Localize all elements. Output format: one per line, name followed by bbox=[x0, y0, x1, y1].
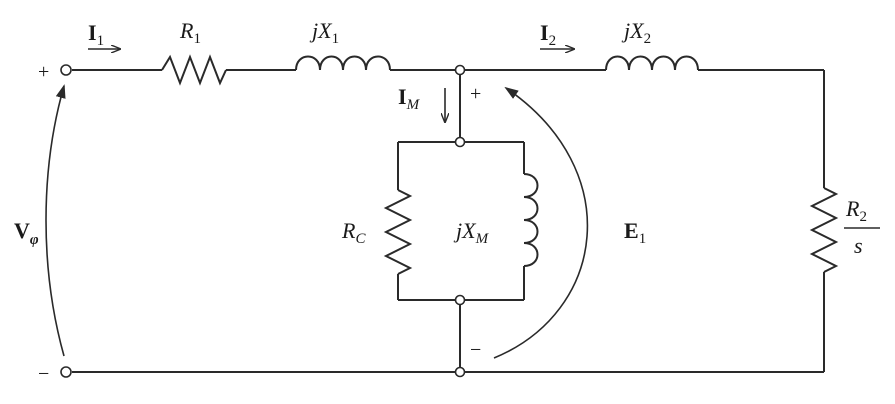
x2-label: jX2 bbox=[621, 18, 651, 47]
rc-resistor-symbol bbox=[383, 189, 413, 275]
emf-plus-sign: + bbox=[470, 83, 481, 105]
source-voltage-label: Vφ bbox=[14, 218, 39, 248]
magnetizing-branch bbox=[383, 70, 539, 372]
terminal-minus-sign: − bbox=[38, 363, 49, 385]
current-i1-label: I1 bbox=[88, 20, 104, 49]
svg-text:R2: R2 bbox=[845, 196, 867, 225]
svg-text:s: s bbox=[854, 233, 863, 258]
x2-inductor-symbol bbox=[605, 55, 699, 71]
current-i2-label: I2 bbox=[540, 20, 556, 49]
emf-e1-label: E1 bbox=[624, 218, 646, 247]
rc-label: RC bbox=[341, 218, 366, 247]
current-im-label: IM bbox=[398, 84, 421, 113]
emf-minus-sign: − bbox=[470, 339, 481, 361]
rotor-resistor-branch bbox=[809, 70, 839, 372]
r1-label: R1 bbox=[179, 18, 201, 47]
r1-resistor-symbol bbox=[161, 54, 227, 86]
input-terminal-top bbox=[60, 64, 72, 76]
input-terminal-bottom bbox=[60, 366, 72, 378]
xm-label: jXM bbox=[453, 218, 490, 247]
junction-nodes bbox=[454, 64, 466, 378]
r2-resistor-symbol bbox=[809, 187, 839, 273]
source-voltage-arrow bbox=[45, 84, 66, 357]
emf-arrow bbox=[493, 86, 589, 359]
terminal-plus-sign: + bbox=[38, 61, 49, 83]
xm-inductor-symbol bbox=[523, 173, 539, 267]
r2-over-s-label: R2 s bbox=[844, 196, 880, 258]
x1-inductor-symbol bbox=[295, 55, 391, 71]
x1-label: jX1 bbox=[309, 18, 339, 47]
